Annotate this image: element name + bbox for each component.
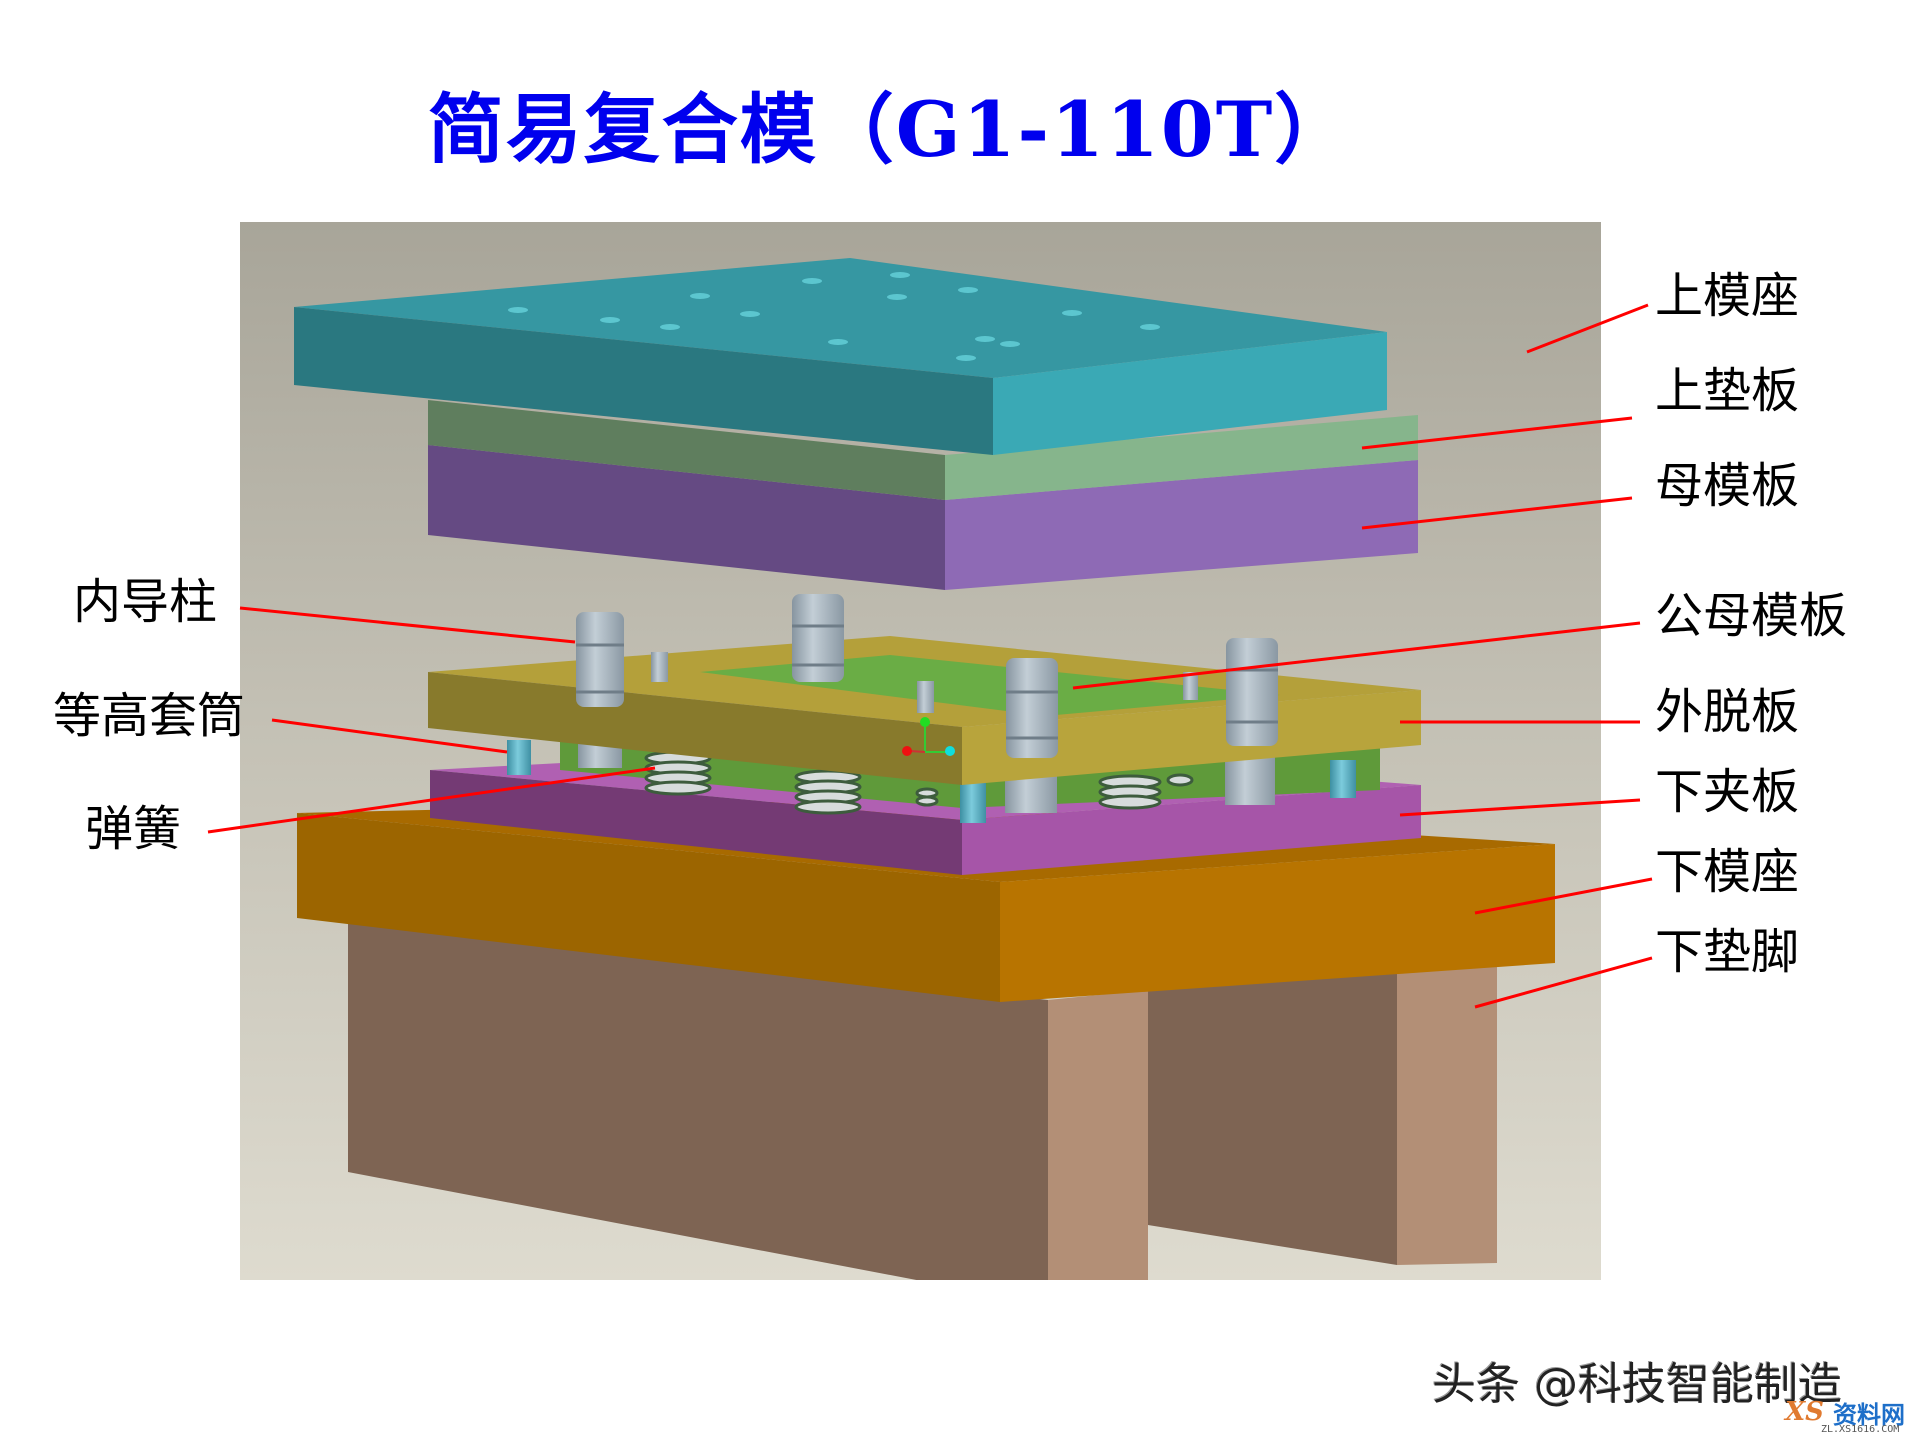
springs (644, 750, 1194, 815)
small-pins (651, 652, 1198, 713)
label-female-die-plate: 母模板 (1655, 458, 1800, 514)
watermark-text: 头条 @科技智能制造 (1432, 1359, 1842, 1410)
label-upper-die-seat: 上模座 (1655, 268, 1800, 324)
female-die-plate (428, 445, 1418, 590)
lower-support-feet (348, 918, 1497, 1280)
label-lower-clamp-plate: 下夹板 (1655, 764, 1800, 820)
label-spring: 弹簧 (85, 801, 182, 857)
logo-name: 资料网 (1833, 1401, 1905, 1429)
page-title: 简易复合模（G1-110T） (427, 85, 1353, 174)
label-lower-die-seat: 下模座 (1655, 844, 1800, 900)
label-lower-support-feet: 下垫脚 (1655, 924, 1800, 980)
mold-3d-model-view (240, 222, 1601, 1280)
logo-xs-icon: XS (1785, 1397, 1824, 1427)
upper-backing-plate (428, 400, 1418, 500)
label-punch-die-plate: 公母模板 (1655, 588, 1848, 644)
screw-holes (508, 272, 1160, 361)
site-logo: XS 资料网 ZL.XS1616.COM (1785, 1395, 1920, 1440)
punch-die-plate-top (700, 655, 1280, 716)
label-outer-stripper-plate: 外脱板 (1655, 684, 1800, 740)
label-inner-guide-pillar: 内导柱 (73, 574, 218, 630)
equal-height-sleeves (507, 738, 1356, 823)
logo-url: ZL.XS1616.COM (1821, 1424, 1900, 1435)
label-equal-height-sleeve: 等高套筒 (53, 688, 246, 744)
coordinate-axis-icon (902, 717, 955, 756)
upper-die-seat (294, 258, 1387, 455)
label-upper-backing-plate: 上垫板 (1655, 363, 1800, 419)
